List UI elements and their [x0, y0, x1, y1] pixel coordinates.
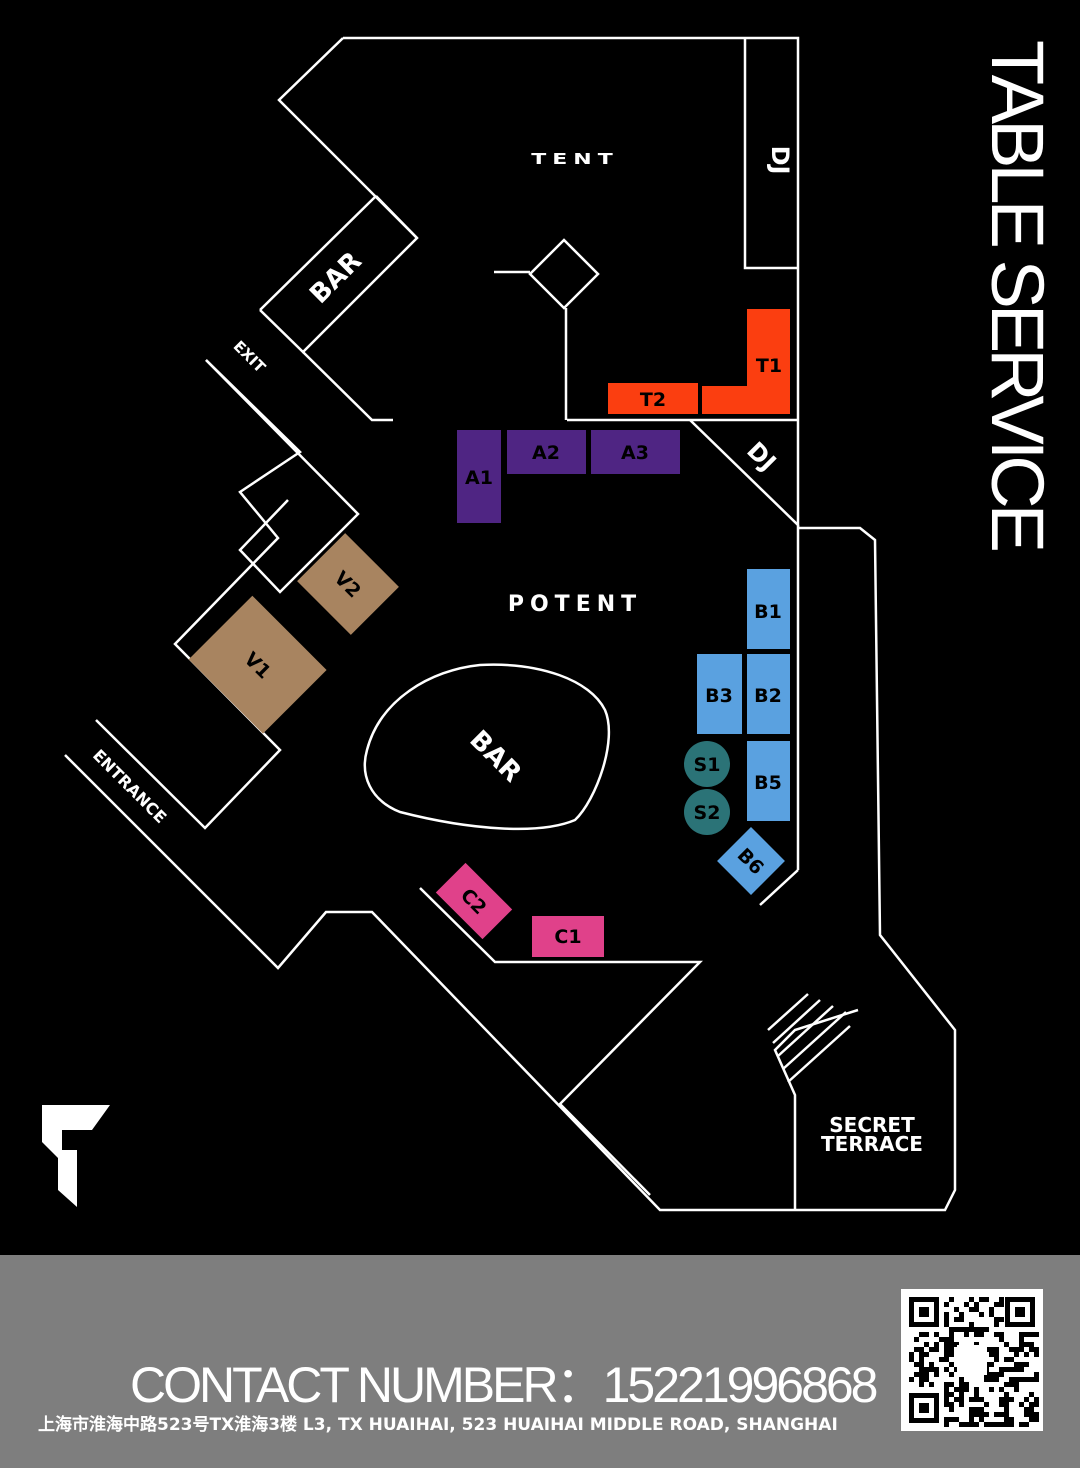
left-wall [205, 359, 360, 594]
zone-potent: POTENT [508, 592, 642, 617]
zone-entrance: ENTRANCE [89, 746, 170, 827]
left-wall-inner [95, 359, 302, 830]
table-B1[interactable] [747, 569, 790, 649]
table-C2[interactable] [435, 862, 513, 940]
label-S2: S2 [694, 802, 721, 824]
label-S1: S1 [694, 754, 721, 776]
table-A1[interactable] [457, 430, 501, 523]
label-A3: A3 [621, 442, 649, 464]
table-T1[interactable] [702, 309, 790, 414]
table-T2[interactable] [608, 383, 698, 414]
terrace-divider [773, 1008, 859, 1210]
lower-corridor [419, 887, 703, 1196]
table-B6[interactable] [717, 827, 785, 895]
label-C1: C1 [554, 926, 581, 948]
bar-upper-wall [259, 195, 377, 311]
table-B2[interactable] [747, 654, 790, 734]
floor-plan-walls [64, 36, 957, 1212]
label-B2: B2 [754, 685, 782, 707]
brand-logo-icon [42, 1105, 110, 1207]
label-B3: B3 [705, 685, 733, 707]
table-V2[interactable] [297, 533, 399, 635]
label-A2: A2 [532, 442, 560, 464]
table-V1[interactable] [188, 595, 327, 734]
stairs [767, 993, 851, 1083]
stage-diamond [528, 238, 600, 310]
contact-number: CONTACT NUMBER：15221996868 [130, 1357, 878, 1413]
table-C1[interactable] [532, 916, 604, 957]
zone-tent: TENT [531, 150, 618, 168]
table-S2[interactable] [684, 789, 730, 835]
qr-code-graphic [909, 1297, 1039, 1427]
address-line: 上海市淮海中路523号TX淮海3楼 L3, TX HUAIHAI, 523 HU… [38, 1415, 838, 1435]
label-B5: B5 [754, 772, 782, 794]
zone-secret-terrace-line1: SECRET [829, 1113, 915, 1137]
exit-wall [375, 195, 418, 239]
table-A3[interactable] [591, 430, 680, 474]
zone-secret-terrace-line2: TERRACE [821, 1132, 923, 1156]
table-S1[interactable] [684, 741, 730, 787]
zone-dj-mid: DJ [741, 436, 781, 476]
label-B1: B1 [754, 601, 782, 623]
qr-code-icon [901, 1289, 1043, 1431]
corridor-wall [302, 351, 393, 422]
dj-top-booth [743, 38, 798, 270]
center-bar-outline [363, 663, 611, 831]
zone-dj-top: DJ [766, 146, 794, 175]
entrance-wall [64, 526, 957, 1212]
label-A1: A1 [465, 467, 493, 489]
zone-bar-center: BAR [463, 725, 527, 789]
floor-plan-map: T1 T2 A1 A2 A3 V1 V2 B1 B2 B3 B5 B6 S1 S… [42, 36, 957, 1212]
table-A2[interactable] [507, 430, 586, 474]
table-B3[interactable] [697, 654, 742, 734]
tent-outline-wall [343, 36, 800, 528]
label-T2: T2 [640, 389, 666, 411]
page-title: TABLE SERVICE [976, 40, 1059, 549]
footer-bar [0, 1255, 1080, 1468]
lower-right-wall [759, 869, 799, 906]
tent-left-wall [259, 37, 419, 354]
zone-exit: EXIT [230, 337, 270, 377]
label-T1: T1 [756, 355, 782, 377]
table-B5[interactable] [747, 741, 790, 821]
